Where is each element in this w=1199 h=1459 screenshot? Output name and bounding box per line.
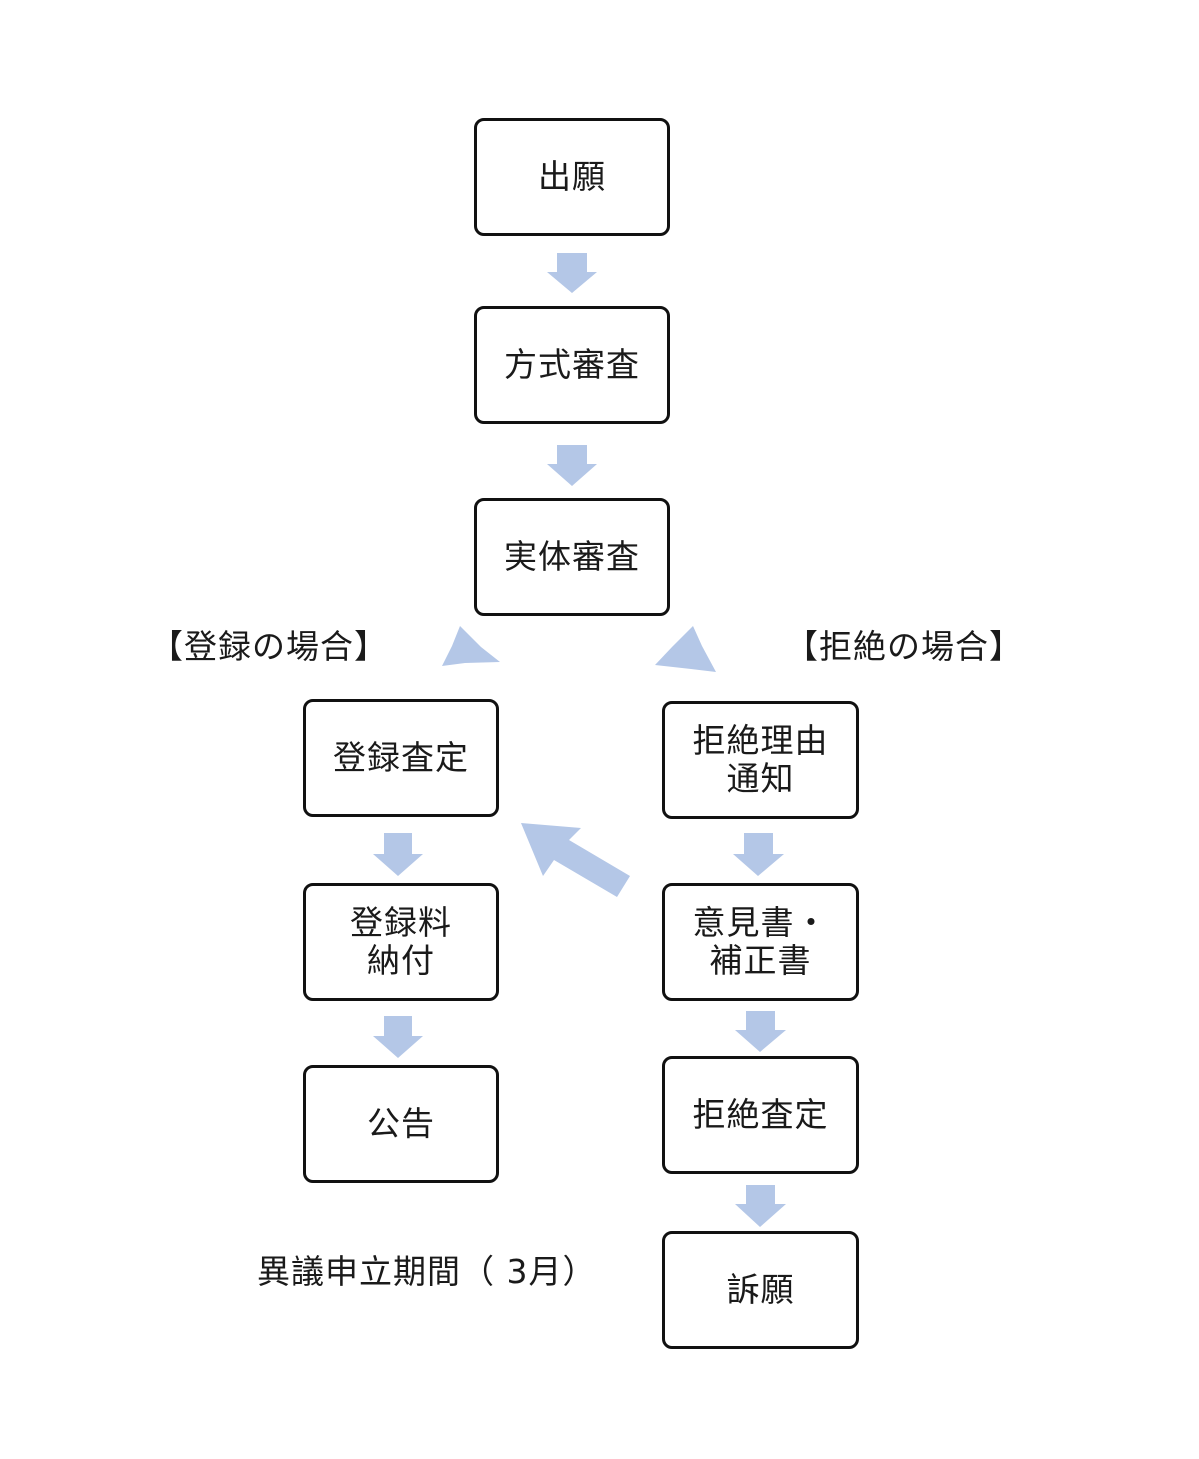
node-substantive-exam[interactable]: 実体審査 xyxy=(474,498,670,616)
node-refusal-decision-label: 拒絶査定 xyxy=(692,1095,829,1134)
arrow-refusal-decision-to-appeal xyxy=(735,1185,786,1227)
node-publication-label: 公告 xyxy=(367,1104,435,1143)
node-publication[interactable]: 公告 xyxy=(303,1065,499,1183)
node-registration-fee-label: 登録料 納付 xyxy=(350,903,452,980)
node-substantive-exam-label: 実体審査 xyxy=(504,537,640,576)
arrow-notice-to-response xyxy=(733,833,784,876)
node-formality-exam[interactable]: 方式審査 xyxy=(474,306,670,424)
node-registration-fee[interactable]: 登録料 納付 xyxy=(303,883,499,1001)
label-refusal-case: 【拒絶の場合】 xyxy=(785,627,1023,666)
arrow-substantive-to-registration xyxy=(442,626,500,666)
arrow-application-to-formality xyxy=(547,253,597,293)
node-application[interactable]: 出願 xyxy=(474,118,670,236)
arrow-substantive-to-refusal xyxy=(655,626,716,672)
node-refusal-notice[interactable]: 拒絶理由 通知 xyxy=(662,701,859,819)
node-registration-decision-label: 登録査定 xyxy=(333,738,469,777)
arrow-response-to-refusal-decision xyxy=(735,1011,786,1052)
arrow-formality-to-substantive xyxy=(547,445,597,486)
label-registration-case: 【登録の場合】 xyxy=(150,627,388,666)
arrow-registration-to-fee xyxy=(373,833,423,876)
node-refusal-decision[interactable]: 拒絶査定 xyxy=(662,1056,859,1174)
node-appeal-label: 訴願 xyxy=(726,1270,795,1309)
node-formality-exam-label: 方式審査 xyxy=(504,345,640,384)
arrow-fee-to-publication xyxy=(373,1016,423,1058)
node-application-label: 出願 xyxy=(538,157,606,196)
label-opposition-period: 異議申立期間（ 3月） xyxy=(257,1252,597,1291)
node-registration-decision[interactable]: 登録査定 xyxy=(303,699,499,817)
node-refusal-notice-label: 拒絶理由 通知 xyxy=(692,721,829,798)
arrow-response-to-registration xyxy=(521,823,630,897)
node-response[interactable]: 意見書・ 補正書 xyxy=(662,883,859,1001)
node-appeal[interactable]: 訴願 xyxy=(662,1231,859,1349)
node-response-label: 意見書・ 補正書 xyxy=(692,903,829,980)
